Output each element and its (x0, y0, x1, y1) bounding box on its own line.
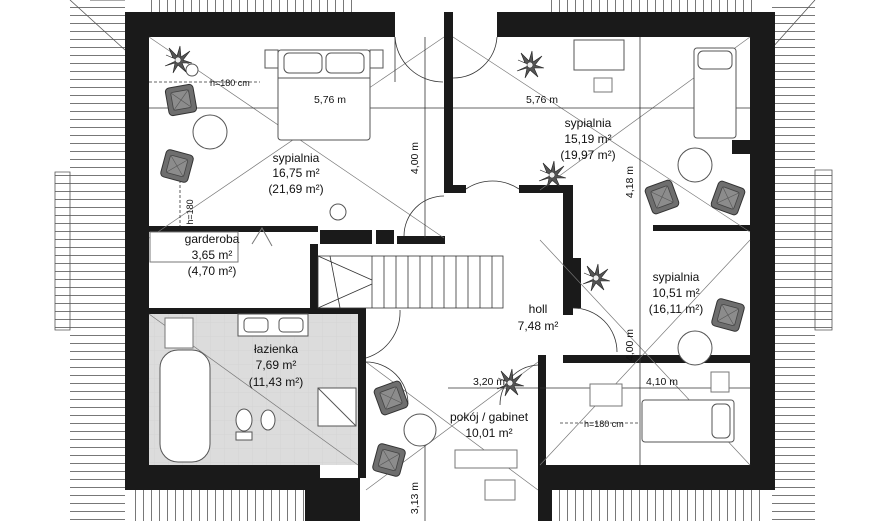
doors (365, 36, 618, 406)
roof-right (771, 0, 833, 521)
dim-right-bottom-width: 4,10 m (646, 376, 678, 388)
room-area: 7,48 m² (518, 319, 559, 333)
room-label-office: pokój / gabinet 10,01 m² (450, 410, 529, 440)
tables (185, 63, 713, 447)
dim-left-height: 4,00 m (409, 142, 421, 174)
room-name: pokój / gabinet (450, 410, 529, 424)
room-label-bedroom-right-bottom: sypialnia 10,51 m² (16,11 m²) (649, 270, 703, 316)
bathtub-icon (159, 349, 211, 463)
room-area: 10,51 m² (652, 286, 699, 300)
room-area: 15,19 m² (564, 132, 611, 146)
room-name: garderoba (185, 232, 240, 246)
bed-icon (573, 39, 737, 139)
dim-office-width: 3,20 m (473, 376, 505, 388)
room-area-total: (21,69 m²) (268, 182, 323, 196)
room-name: sypialnia (653, 270, 700, 284)
dim-h180-bottom: h=180 cm (584, 419, 624, 429)
room-name: łazienka (254, 342, 298, 356)
room-label-hall: holl 7,48 m² (518, 302, 559, 333)
room-label-wardrobe: garderoba 3,65 m² (4,70 m²) (185, 232, 240, 278)
sink-icon (237, 313, 309, 337)
dim-h180-top: h=180 cm (210, 78, 250, 88)
room-label-bedroom-right-top: sypialnia 15,19 m² (19,97 m²) (560, 116, 615, 162)
room-area-total: (16,11 m²) (649, 302, 703, 316)
walls (125, 12, 775, 521)
bed-icon (264, 49, 384, 141)
room-area: 16,75 m² (272, 166, 319, 180)
bed-icon (641, 399, 735, 443)
shower-icon (317, 387, 357, 427)
toilet-icon (235, 408, 276, 441)
dimension-labels: 5,76 m 5,76 m 4,00 m 4,18 m 4,00 m 4,10 … (185, 78, 678, 514)
dim-left-width: 5,76 m (314, 94, 346, 106)
room-label-bedroom-left: sypialnia 16,75 m² (21,69 m²) (268, 151, 323, 196)
room-name: sypialnia (273, 151, 320, 165)
roof-top (148, 0, 753, 12)
room-area: 3,65 m² (192, 248, 233, 262)
roof-bottom (130, 490, 767, 521)
room-area: 10,01 m² (465, 426, 512, 440)
room-area-total: (11,43 m²) (249, 375, 303, 389)
dim-right-width: 5,76 m (526, 94, 558, 106)
stairs-icon (317, 255, 504, 309)
room-label-bathroom: łazienka 7,69 m² (11,43 m²) (249, 342, 303, 389)
dim-right-top-height: 4,18 m (624, 166, 636, 198)
wardrobe-fixtures (149, 77, 730, 501)
room-area-total: (4,70 m²) (188, 264, 237, 278)
room-area-total: (19,97 m²) (560, 148, 615, 162)
room-area: 7,69 m² (256, 358, 297, 372)
room-name: holl (529, 302, 548, 316)
dim-right-bottom-height: 4,00 m (624, 329, 636, 361)
room-name: sypialnia (565, 116, 612, 130)
roof-left (54, 0, 126, 521)
dim-office-height: 3,13 m (409, 482, 421, 514)
dim-h180-vertical: h=180 (185, 199, 195, 224)
